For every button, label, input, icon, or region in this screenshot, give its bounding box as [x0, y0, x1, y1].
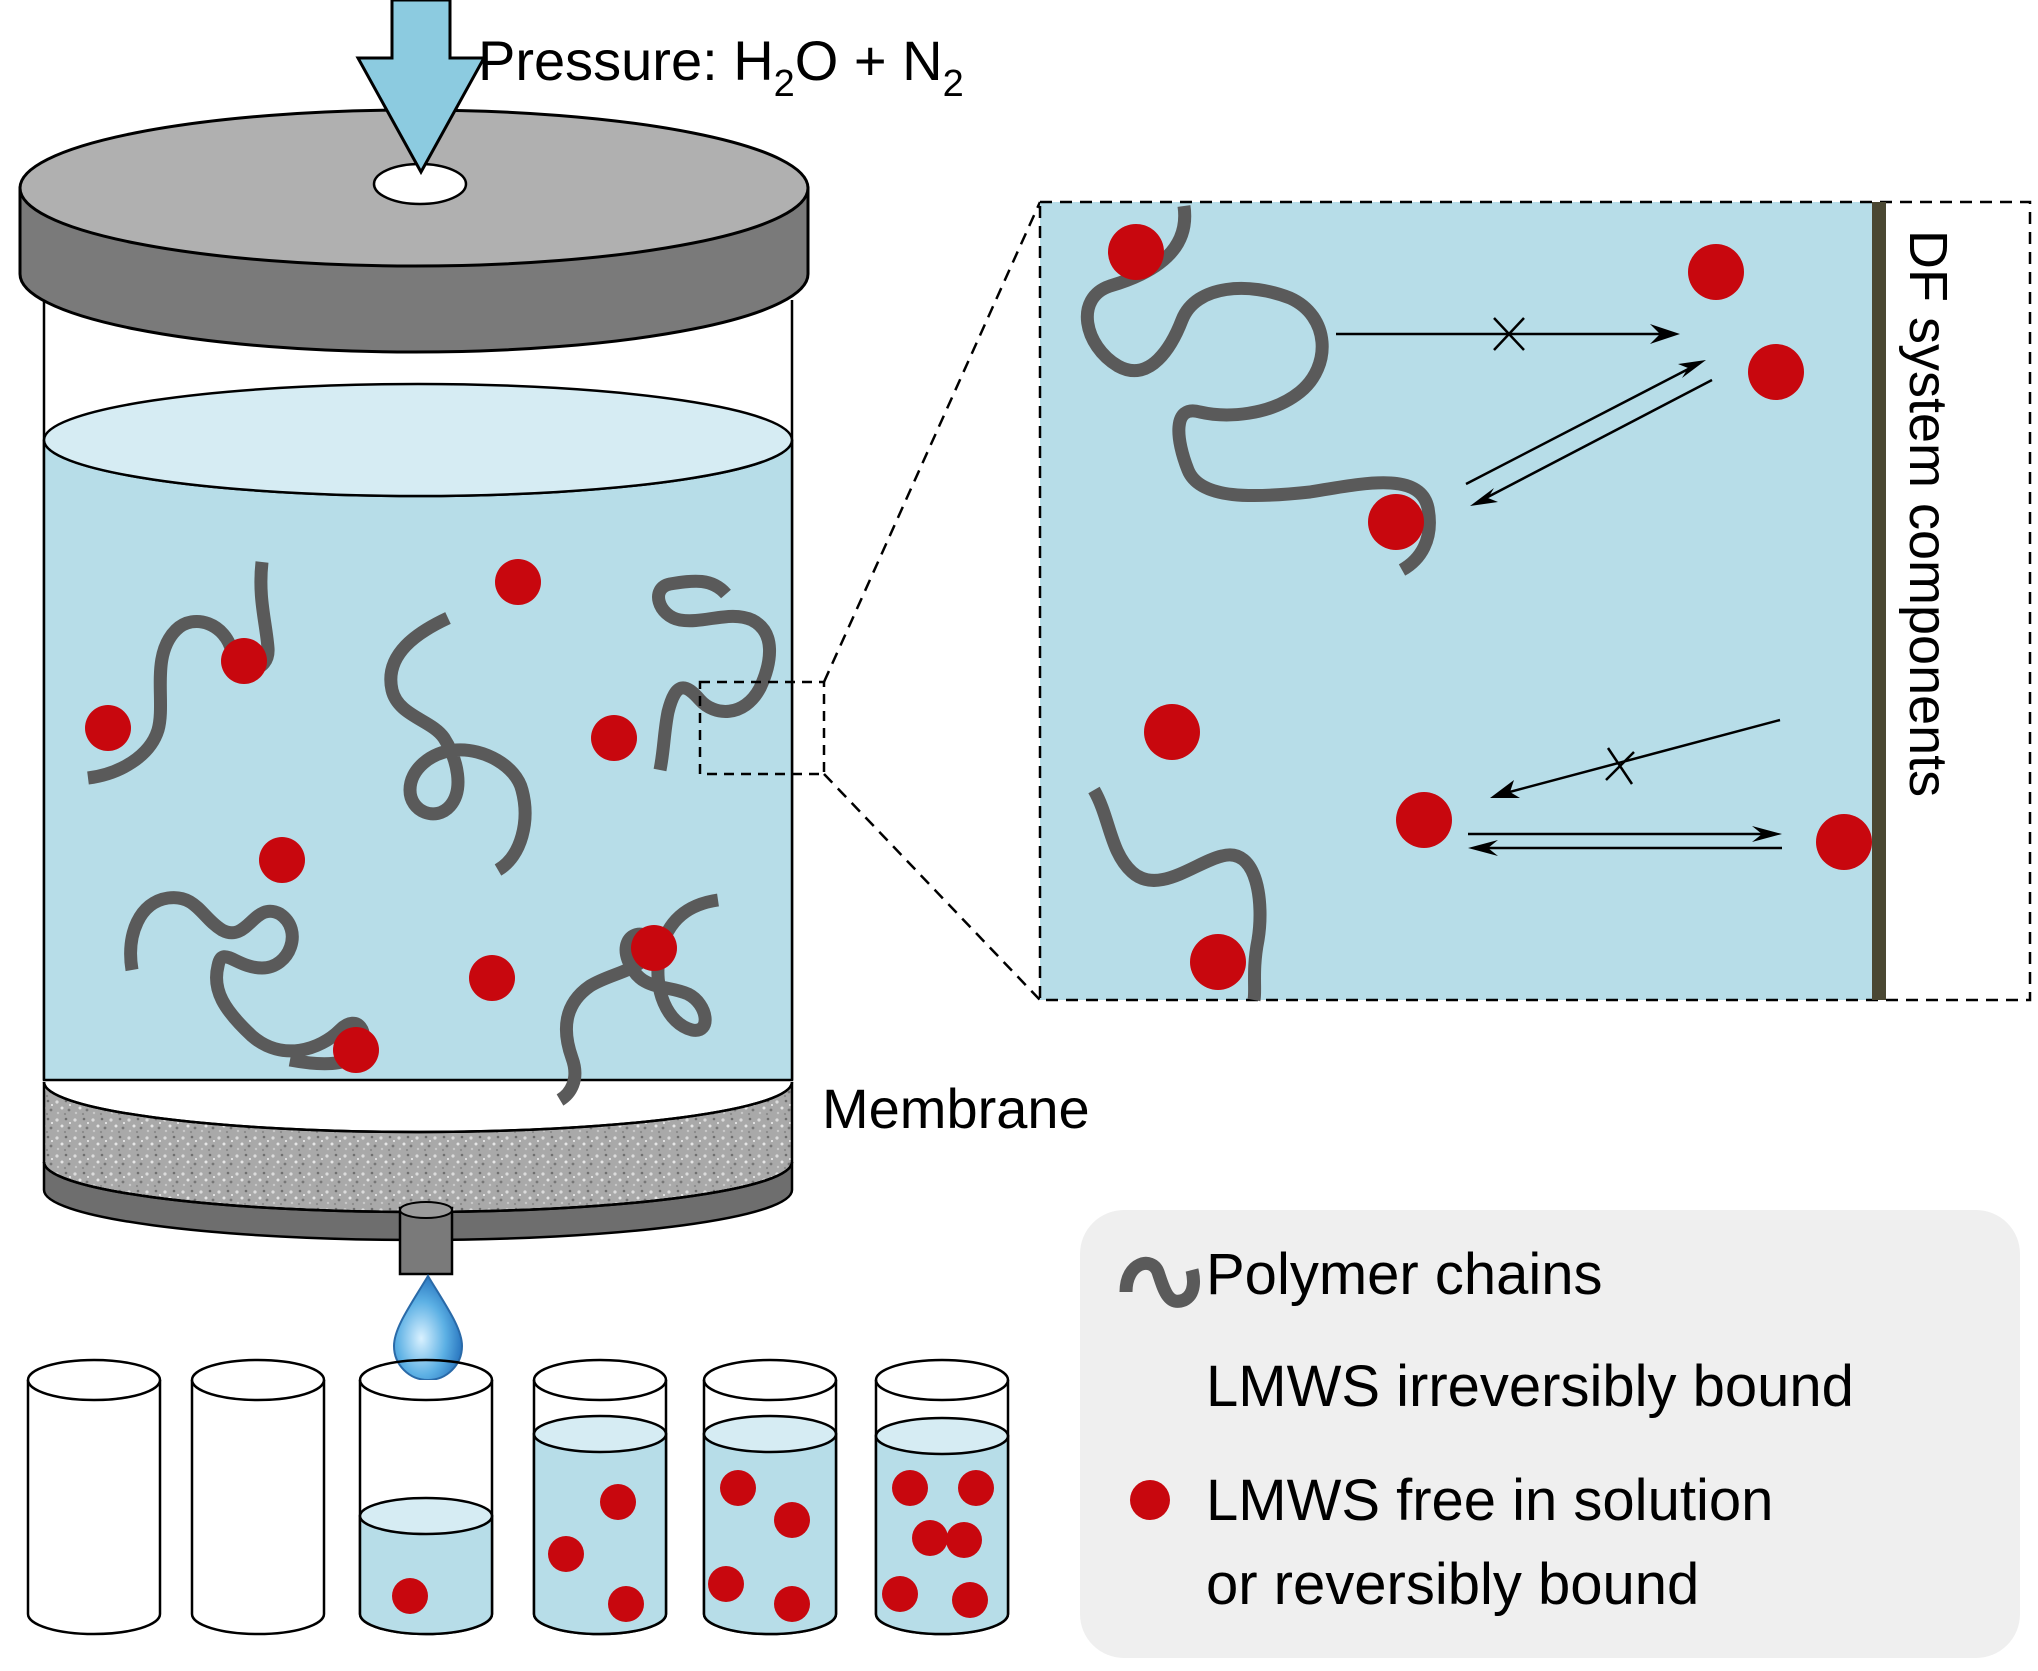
collection-vials — [26, 1358, 1010, 1636]
lmws-dot — [774, 1586, 810, 1622]
lmws-dot — [912, 1520, 948, 1556]
lmws-dot — [1144, 704, 1200, 760]
lmws-dot — [708, 1566, 744, 1602]
lmws-dot — [392, 1578, 428, 1614]
zoom-contents — [1080, 205, 1872, 1002]
lmws-dot — [85, 705, 131, 751]
legend-free-label-line2: or reversibly bound — [1206, 1552, 1699, 1617]
vial — [532, 1358, 668, 1636]
vial — [874, 1358, 1010, 1636]
cell-contents — [85, 559, 826, 1106]
polymer-chain-icon — [1119, 1256, 1201, 1308]
equilibrium-arrows — [1468, 826, 1782, 856]
lmws-dot — [1816, 814, 1872, 870]
lmws-dot — [774, 1502, 810, 1538]
polymer-chain — [87, 561, 275, 785]
polymer-chain — [1088, 786, 1267, 1002]
lmws-dot — [946, 1522, 982, 1558]
polymer-chain — [124, 891, 371, 1071]
membrane — [42, 1081, 794, 1214]
legend-free-label-line1: LMWS free in solution — [1206, 1468, 1773, 1533]
lmws-dot — [882, 1576, 918, 1612]
lmws-dot — [469, 955, 515, 1001]
blocked-transfer-arrow — [1336, 317, 1680, 351]
blocked-transfer-arrow — [1490, 718, 1781, 798]
lmws-dot — [1396, 792, 1452, 848]
vial — [358, 1358, 494, 1636]
lmws-dot — [631, 925, 677, 971]
lmws-dot — [591, 715, 637, 761]
zoom-connector — [823, 773, 1041, 1001]
lmws-dot — [1368, 494, 1424, 550]
solution-surface — [42, 382, 794, 498]
lmws-dot — [1748, 344, 1804, 400]
polymer-chain — [1080, 205, 1436, 576]
permeate-drop-icon — [392, 1274, 464, 1381]
lmws-dot — [1108, 224, 1164, 280]
zoom-connector — [822, 201, 1042, 683]
zoom-region-box — [698, 680, 826, 776]
pressure-label: Pressure: H2O + N2 — [478, 29, 964, 105]
lmws-dot — [608, 1586, 644, 1622]
polymer-chain — [384, 612, 532, 876]
lmws-dot — [548, 1536, 584, 1572]
cell-base — [42, 1161, 794, 1276]
lmws-dot — [600, 1484, 636, 1520]
vial — [702, 1358, 838, 1636]
polymer-chain — [556, 893, 720, 1106]
lmws-dot — [1688, 244, 1744, 300]
df-system-wall — [1872, 202, 1886, 1000]
equilibrium-arrows — [1465, 360, 1713, 506]
lmws-dot — [1190, 934, 1246, 990]
polymer-chain — [652, 574, 776, 772]
lmws-dot — [495, 559, 541, 605]
vial — [26, 1358, 162, 1636]
lmws-dot — [259, 837, 305, 883]
membrane-label: Membrane — [822, 1077, 1090, 1140]
legend-box — [1080, 1210, 2020, 1658]
zoom-panel: DF system components — [1038, 200, 2032, 1002]
legend-dot-icon — [1130, 1480, 1170, 1520]
legend-chains-label: Polymer chains — [1206, 1242, 1602, 1307]
legend: Polymer chains LMWS irreversibly bound L… — [1080, 1210, 2020, 1658]
lmws-dot — [892, 1470, 928, 1506]
lmws-dot — [333, 1027, 379, 1073]
legend-irreversible-label: LMWS irreversibly bound — [1206, 1354, 1854, 1419]
pressure-arrow-icon — [355, 0, 487, 176]
wall-label: DF system components — [1898, 230, 1958, 797]
lmws-dot — [958, 1470, 994, 1506]
lmws-dot — [221, 638, 267, 684]
vial — [190, 1358, 326, 1636]
lmws-dot — [952, 1582, 988, 1618]
lmws-dot — [720, 1470, 756, 1506]
